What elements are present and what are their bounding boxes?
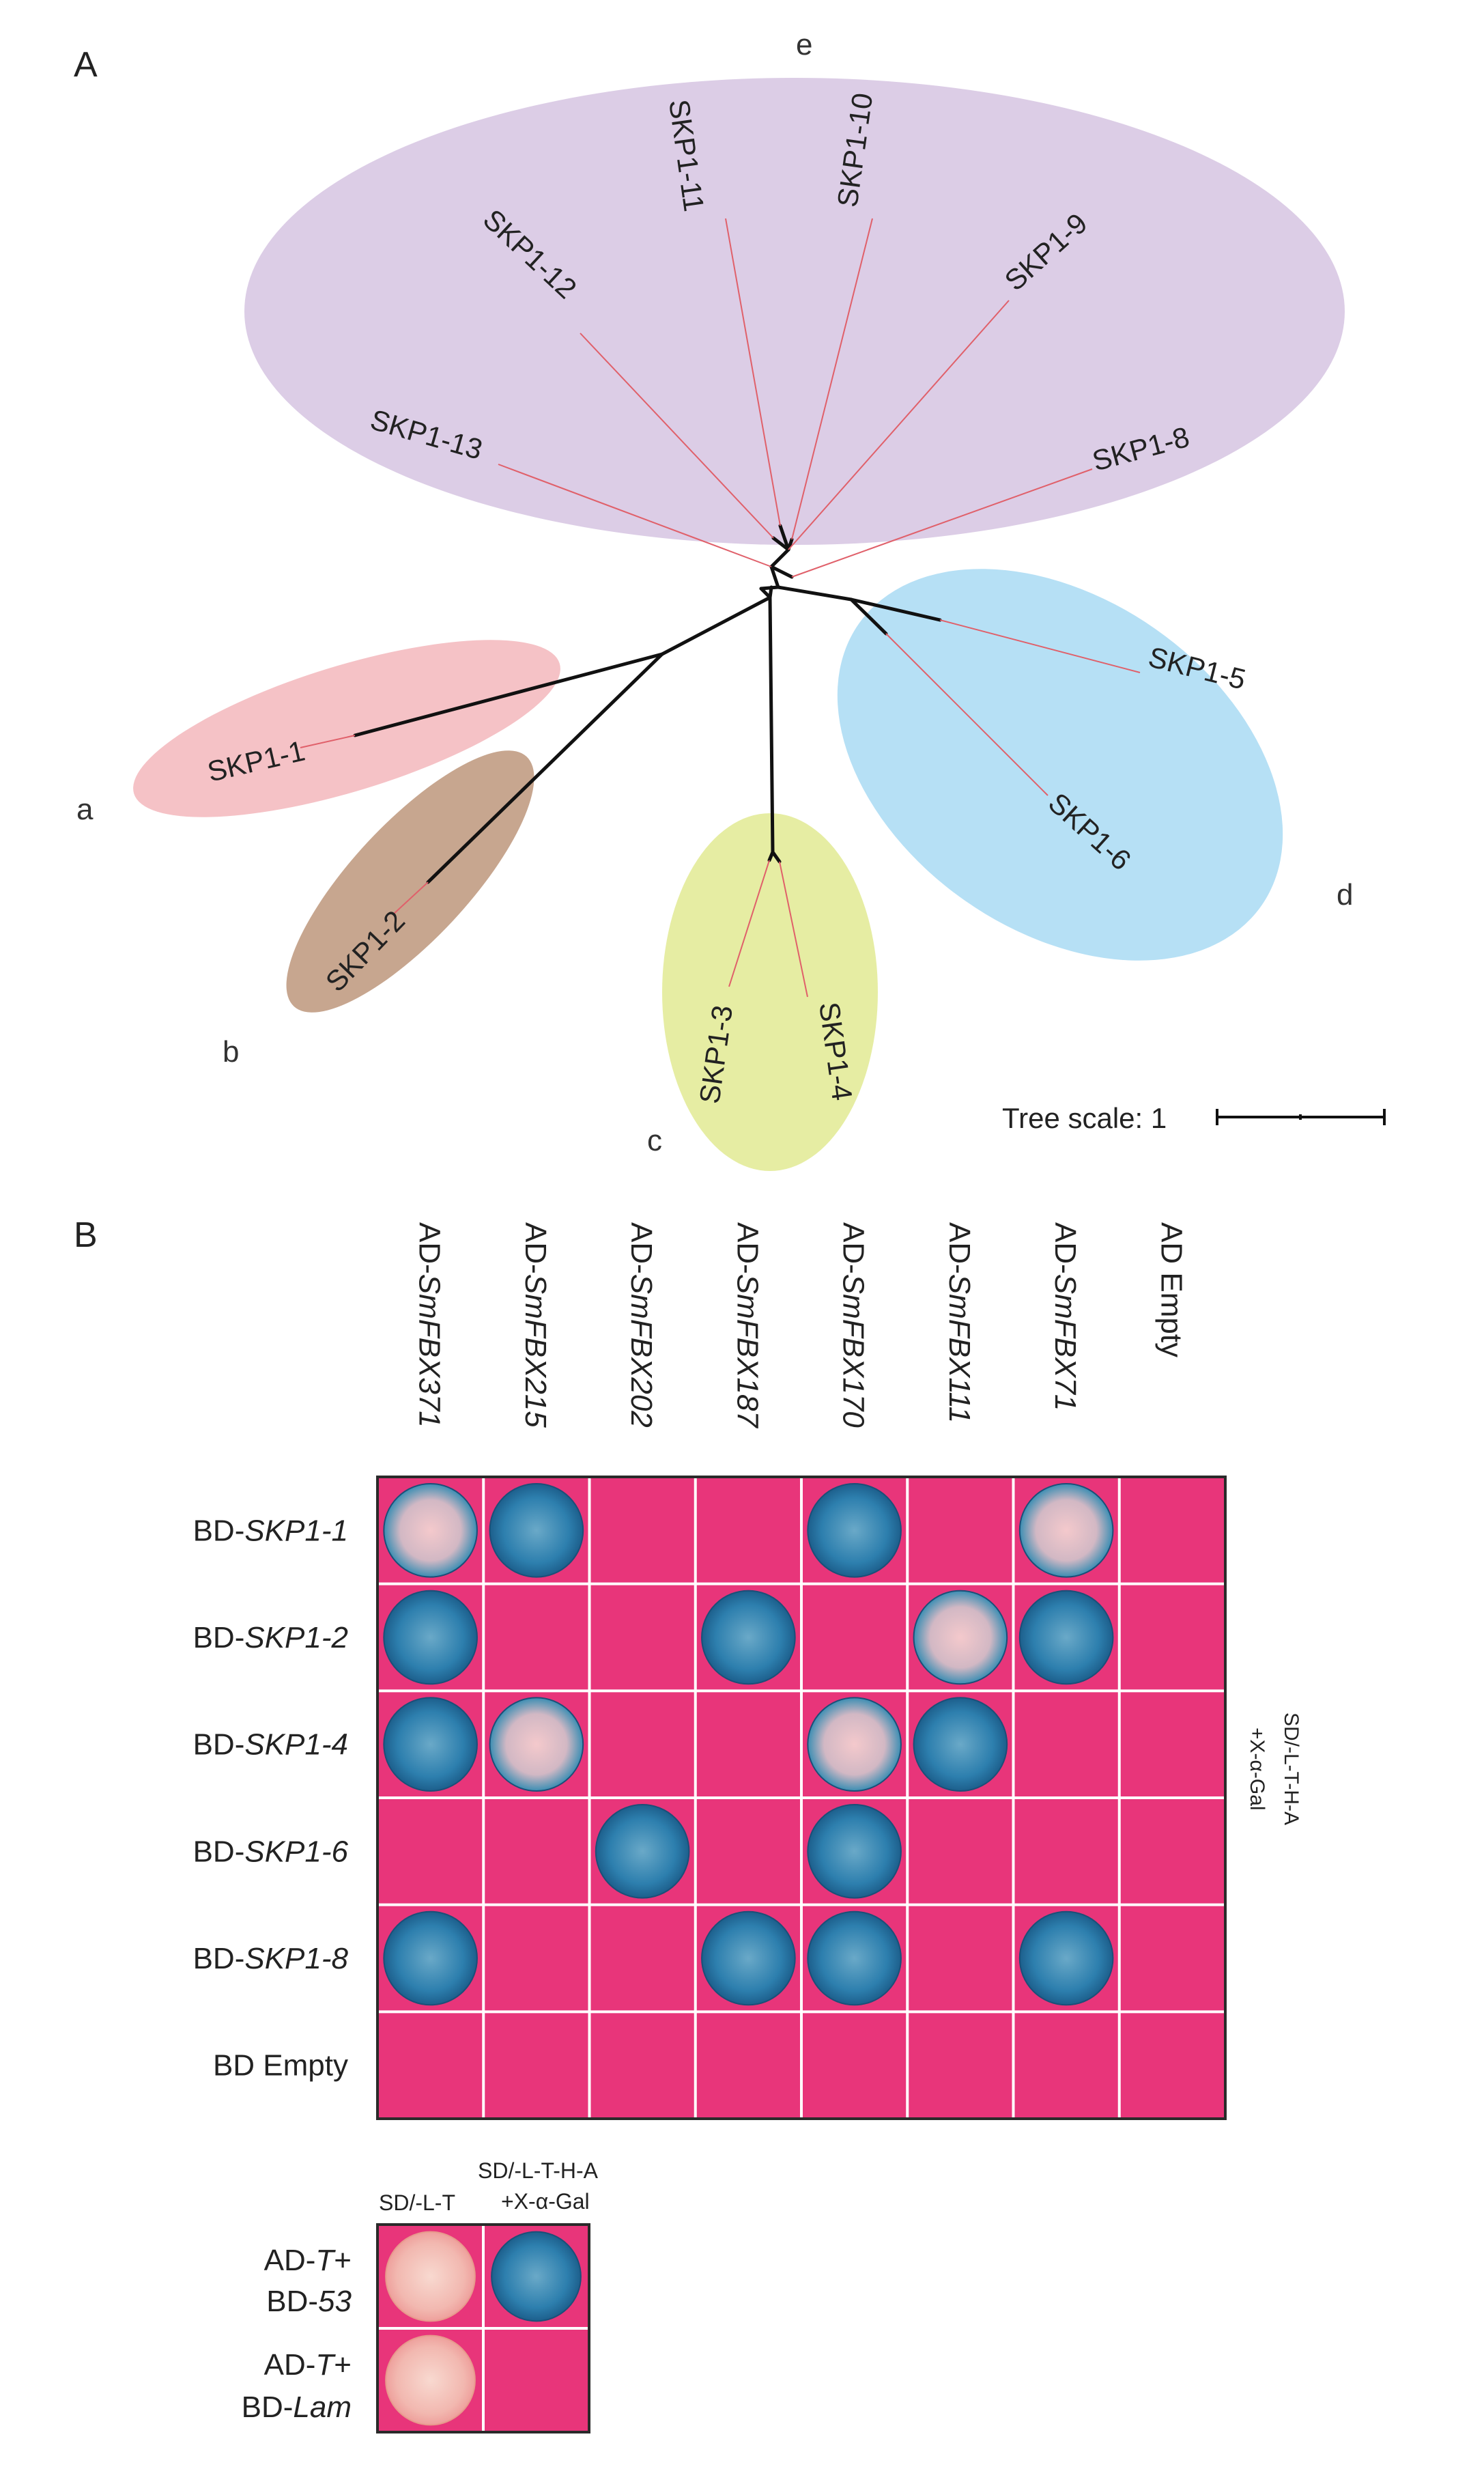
- row-header-1: BD-SKP1-1: [193, 1514, 348, 1547]
- svg-text:BD-53: BD-53: [266, 2285, 352, 2318]
- colony-r2-c4: [701, 1590, 796, 1685]
- colony-r4-c3: [595, 1804, 690, 1899]
- tree-branches: [353, 524, 942, 884]
- colony-r3-c5: [807, 1697, 902, 1792]
- row-header-2: BD-SKP1-2: [193, 1621, 348, 1654]
- clade-e-ellipse: [244, 78, 1345, 545]
- control-col2-label-line1: SD/-L-T-H-A: [478, 2158, 599, 2183]
- colony-r1-c5: [807, 1483, 902, 1578]
- clade-e-label: e: [796, 28, 812, 61]
- colony-r1-c7: [1018, 1483, 1114, 1578]
- svg-text:AD-T+: AD-T+: [264, 2244, 352, 2277]
- clade-a-label: a: [76, 793, 94, 826]
- svg-text:SD/-L-T-H-A: SD/-L-T-H-A: [1280, 1712, 1302, 1825]
- colony-r3-c1: [383, 1697, 478, 1792]
- svg-text:+X-α-Gal: +X-α-Gal: [1246, 1727, 1268, 1811]
- clade-a-ellipse: [133, 640, 560, 817]
- column-header-1: AD-SmFBX371: [413, 1222, 446, 1428]
- column-header-3: AD-SmFBX202: [625, 1222, 658, 1428]
- panel-b-label: B: [74, 1215, 98, 1255]
- row-header-5: BD-SKP1-8: [193, 1942, 349, 1975]
- colony-r5-c1: [383, 1910, 478, 2006]
- colony-r2-c1: [383, 1590, 478, 1685]
- colony-r5-c7: [1018, 1910, 1114, 2006]
- column-header-7: AD-SmFBX71: [1048, 1222, 1082, 1411]
- panel-a-label: A: [74, 45, 98, 85]
- control-colony-r1-c2: [491, 2231, 582, 2322]
- colony-r1-c2: [489, 1483, 584, 1578]
- clade-c-ellipse: [662, 813, 878, 1171]
- colony-r4-c5: [807, 1804, 902, 1899]
- tree-scale-label: Tree scale: 1: [1002, 1102, 1167, 1134]
- control-row2-label: AD-T+ BD-Lam: [242, 2348, 352, 2424]
- colony-r1-c1: [383, 1483, 478, 1578]
- clade-c-label: c: [647, 1124, 662, 1157]
- clade-b-label: b: [223, 1035, 239, 1069]
- colony-r2-c7: [1018, 1590, 1114, 1685]
- plate-border: [376, 1476, 1227, 2120]
- row-header-6: BD Empty: [213, 2049, 348, 2083]
- control-col1-label: SD/-L-T: [379, 2190, 455, 2215]
- control-colony-r1-c1: [385, 2231, 476, 2322]
- colony-r2-c6: [913, 1590, 1008, 1685]
- colony-r5-c5: [807, 1910, 902, 2006]
- tree-leaf-lines: [300, 218, 1141, 998]
- clade-b-ellipse: [286, 750, 534, 1013]
- control-row1-label: AD-T+ BD-53: [264, 2244, 352, 2318]
- row-header-4: BD-SKP1-6: [193, 1835, 349, 1868]
- colony-r5-c4: [701, 1910, 796, 2006]
- colony-r3-c6: [913, 1697, 1008, 1792]
- column-header-8: AD Empty: [1154, 1222, 1188, 1357]
- column-header-4: AD-SmFBX187: [730, 1222, 764, 1428]
- column-header-6: AD-SmFBX111: [943, 1222, 976, 1423]
- svg-text:AD-T+: AD-T+: [264, 2348, 352, 2382]
- svg-text:BD-Lam: BD-Lam: [242, 2390, 352, 2424]
- column-header-2: AD-SmFBX215: [519, 1222, 552, 1428]
- control-col2-label-line2: +X-α-Gal: [501, 2189, 590, 2214]
- row-header-3: BD-SKP1-4: [193, 1728, 348, 1762]
- control-plate-border: [376, 2223, 590, 2433]
- control-colony-r2-c1: [385, 2334, 476, 2426]
- column-header-5: AD-SmFBX170: [837, 1222, 870, 1428]
- colony-r3-c2: [489, 1697, 584, 1792]
- tree-scale-bar: [1216, 1109, 1386, 1125]
- medium-label: SD/-L-T-H-A +X-α-Gal: [1246, 1712, 1302, 1825]
- clade-d-ellipse: [837, 569, 1283, 961]
- clade-d-label: d: [1337, 878, 1353, 912]
